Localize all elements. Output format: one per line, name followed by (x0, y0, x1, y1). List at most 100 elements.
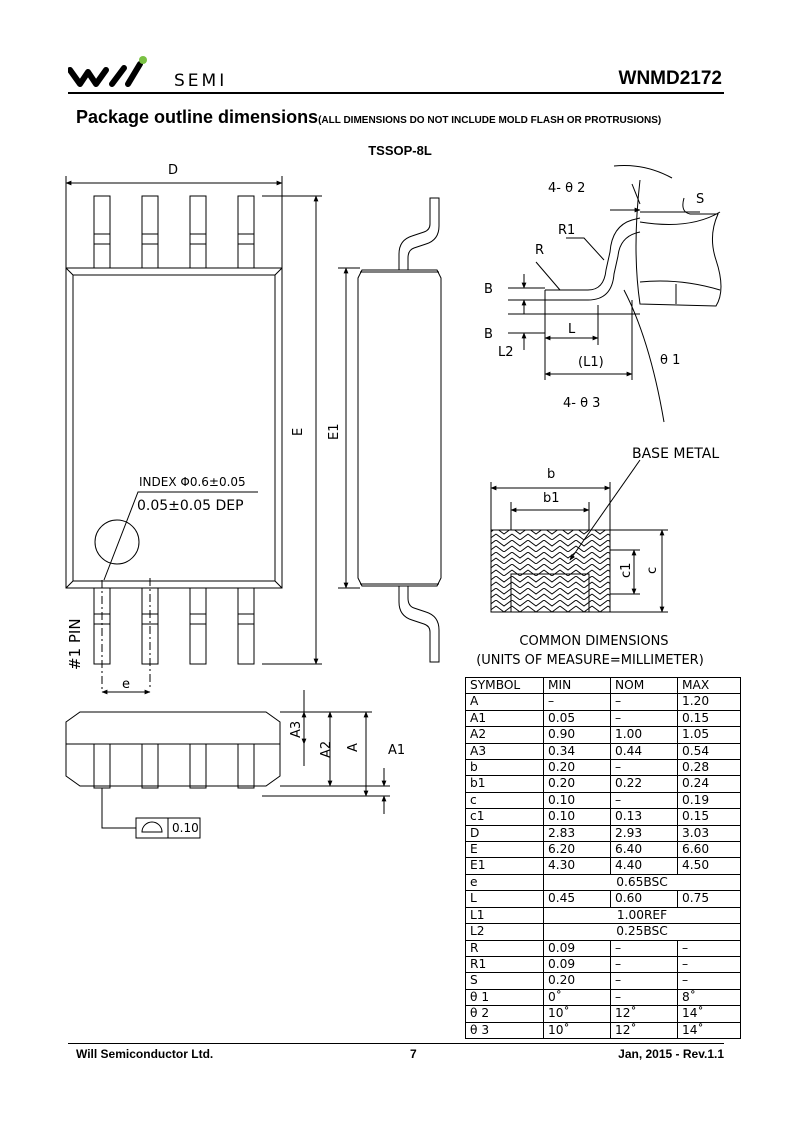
header-nom: NOM (610, 676, 678, 695)
cell-nom: – (610, 939, 678, 957)
label-A1: A1 (388, 743, 405, 758)
cell-merged-value: 1.00REF (543, 906, 741, 925)
common-dimensions-title: COMMON DIMENSIONS (519, 634, 668, 649)
cell-symbol: A1 (465, 709, 544, 728)
label-e: e (122, 677, 130, 692)
top-leads (93, 195, 255, 269)
cell-min: – (543, 693, 611, 711)
header-max: MAX (677, 676, 741, 695)
cell-min: 0.90 (543, 726, 611, 744)
cell-symbol: E1 (465, 857, 544, 875)
label-c: c (645, 567, 660, 574)
cell-nom: 12˚ (610, 1005, 678, 1023)
label-E1: E1 (327, 424, 342, 441)
cell-max: 1.20 (677, 693, 741, 711)
cell-nom: 1.00 (610, 726, 678, 744)
common-dimensions-units: (UNITS OF MEASURE=MILLIMETER) (476, 653, 704, 668)
cell-max: 14˚ (677, 1005, 741, 1023)
cell-min: 0.45 (543, 890, 611, 908)
cell-nom: 6.40 (610, 841, 678, 859)
label-theta1: θ 1 (660, 353, 680, 368)
cell-max: 1.05 (677, 726, 741, 744)
cell-min: 0.20 (543, 759, 611, 777)
cell-merged-value: 0.65BSC (543, 873, 741, 892)
bottom-leads (93, 587, 255, 665)
footer-page-number: 7 (410, 1047, 417, 1061)
cell-max: 0.19 (677, 791, 741, 810)
cell-max: 0.15 (677, 808, 741, 826)
cell-max: – (677, 939, 741, 957)
cell-min: 0.10 (543, 808, 611, 826)
cell-min: 0.10 (543, 791, 611, 810)
cell-symbol: θ 3 (465, 1021, 544, 1039)
package-name: TSSOP-8L (368, 143, 432, 158)
label-b1: b1 (543, 491, 560, 506)
cell-max: 0.75 (677, 890, 741, 908)
footer-company: Will Semiconductor Ltd. (76, 1047, 214, 1061)
cell-symbol: θ 1 (465, 988, 544, 1007)
label-L1: (L1) (578, 355, 604, 370)
cell-symbol: E (465, 841, 544, 859)
label-R: R (535, 243, 544, 258)
top-view-body-outer (65, 267, 283, 589)
cell-min: 0˚ (543, 988, 611, 1007)
cell-min: 0.34 (543, 742, 611, 761)
cell-max: – (677, 972, 741, 990)
cell-max: 6.60 (677, 841, 741, 859)
cell-min: 0.20 (543, 775, 611, 793)
label-theta3: 4- θ 3 (563, 396, 600, 411)
cell-nom: – (610, 972, 678, 990)
section-title: Package outline dimensions(ALL DIMENSION… (76, 107, 661, 128)
cell-symbol: b (465, 759, 544, 777)
cell-max: 8˚ (677, 988, 741, 1007)
cell-symbol: b1 (465, 775, 544, 793)
header-symbol: SYMBOL (465, 676, 544, 695)
cell-nom: – (610, 791, 678, 810)
will-semi-logo: SEMI (68, 56, 227, 91)
label-index: INDEX Φ0.6±0.05 (139, 475, 246, 489)
lead-detail (508, 165, 722, 423)
pin1-index-circle (94, 519, 140, 565)
label-S: S (696, 192, 704, 207)
cell-symbol: e (465, 873, 544, 892)
top-view (65, 176, 360, 695)
footer-date-revision: Jan, 2015 - Rev.1.1 (618, 1047, 724, 1061)
cell-nom: 0.60 (610, 890, 678, 908)
cell-nom: 4.40 (610, 857, 678, 875)
cell-nom: 2.93 (610, 824, 678, 843)
section-title-text: Package outline dimensions (76, 107, 319, 127)
label-depth: 0.05±0.05 DEP (137, 498, 244, 514)
label-L: L (568, 322, 576, 337)
cell-min: 4.30 (543, 857, 611, 875)
label-A3: A3 (289, 721, 304, 738)
cell-min: 0.09 (543, 955, 611, 974)
package-outline-drawing: D E E1 INDEX Φ0.6±0.05 0.05±0.05 DEP #1 … (65, 163, 722, 839)
cell-symbol: R1 (465, 955, 544, 974)
cell-min: 6.20 (543, 841, 611, 859)
part-number: WNMD2172 (618, 68, 722, 89)
cell-symbol: L1 (465, 906, 544, 925)
cell-max: 0.28 (677, 759, 741, 777)
cell-nom: 0.22 (610, 775, 678, 793)
label-D: D (168, 163, 178, 178)
cell-nom: – (610, 709, 678, 728)
logo-text: SEMI (174, 71, 227, 91)
cell-max: 14˚ (677, 1021, 741, 1039)
cell-symbol: c (465, 791, 544, 810)
label-L2: L2 (498, 345, 514, 360)
